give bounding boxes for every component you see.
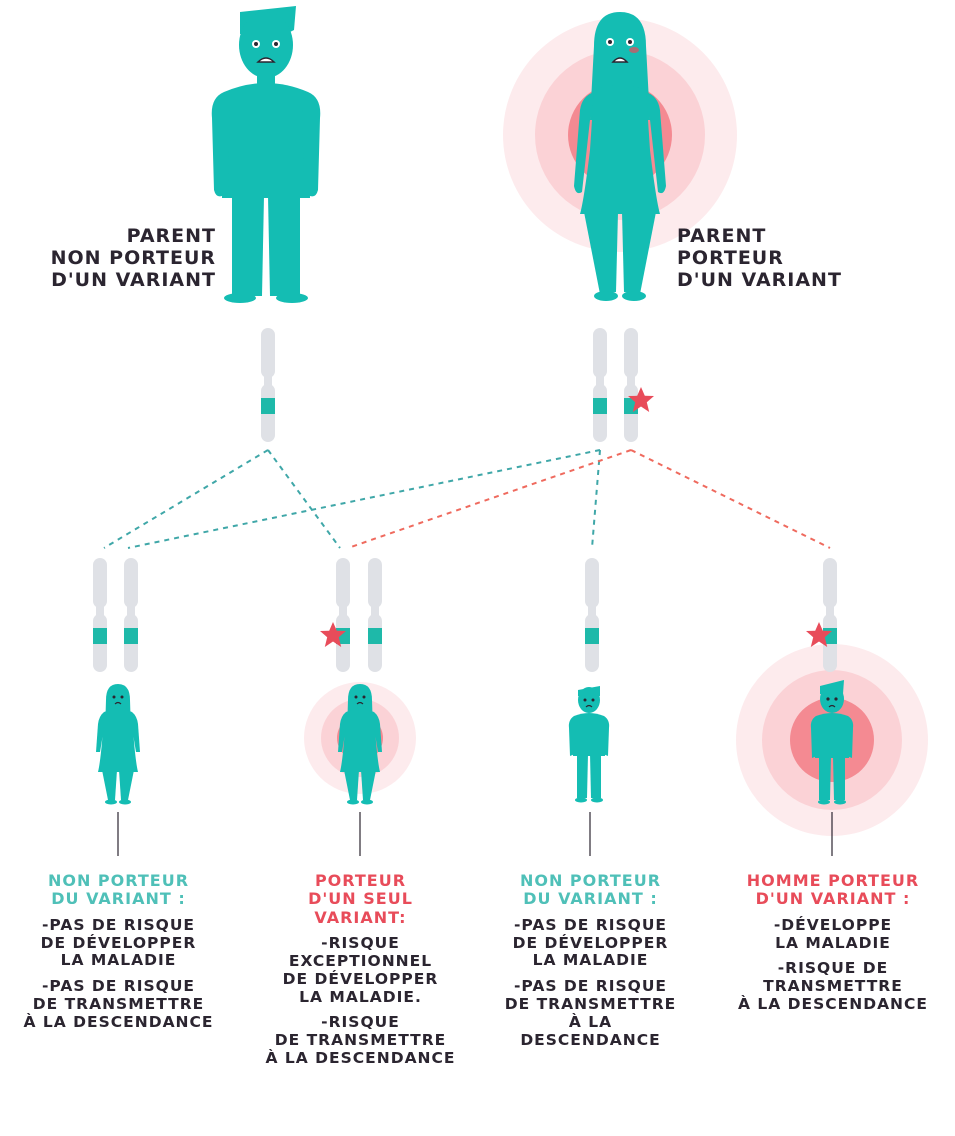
child2-point-1: -RISQUE EXCEPTIONNEL DE DÉVELOPPER LA MA…: [248, 935, 473, 1006]
child2-chromosomes: [336, 558, 382, 672]
point-line: LA MALADIE.: [248, 989, 473, 1007]
title-line: NON PORTEUR: [6, 872, 231, 890]
father-label: PARENT NON PORTEUR D'UN VARIANT: [51, 226, 216, 292]
child3-title: NON PORTEUR DU VARIANT :: [478, 872, 703, 909]
point-line: DE DÉVELOPPER: [248, 971, 473, 989]
child4-label: HOMME PORTEUR D'UN VARIANT : -DÉVELOPPE …: [716, 872, 950, 1022]
mother-chromosome-variant: [624, 328, 638, 442]
point-line: EXCEPTIONNEL: [248, 953, 473, 971]
point-line: -PAS DE RISQUE: [478, 917, 703, 935]
father-label-line: D'UN VARIANT: [51, 270, 216, 292]
child1-point-2: -PAS DE RISQUE DE TRANSMETTRE À LA DESCE…: [6, 978, 231, 1031]
title-line: HOMME PORTEUR: [716, 872, 950, 890]
child4-title: HOMME PORTEUR D'UN VARIANT :: [716, 872, 950, 909]
title-line: D'UN SEUL: [248, 890, 473, 908]
point-line: À LA: [478, 1014, 703, 1032]
label-connectors: [118, 812, 832, 856]
father-chromosome: [261, 328, 275, 442]
mother-label-line: PARENT: [677, 226, 842, 248]
point-line: -RISQUE DE: [716, 960, 950, 978]
inheritance-lines: [104, 450, 830, 548]
child1-chromosomes: [93, 558, 138, 672]
point-line: -RISQUE: [248, 1014, 473, 1032]
child1-label: NON PORTEUR DU VARIANT : -PAS DE RISQUE …: [6, 872, 231, 1040]
point-line: TRANSMETTRE: [716, 978, 950, 996]
mother-chromosome-normal: [593, 328, 607, 442]
point-line: -DÉVELOPPE: [716, 917, 950, 935]
title-line: DU VARIANT :: [478, 890, 703, 908]
mother-label-line: D'UN VARIANT: [677, 270, 842, 292]
point-line: À LA DESCENDANCE: [6, 1014, 231, 1032]
child1-title: NON PORTEUR DU VARIANT :: [6, 872, 231, 909]
title-line: NON PORTEUR: [478, 872, 703, 890]
mother-label: PARENT PORTEUR D'UN VARIANT: [677, 226, 842, 292]
point-line: -PAS DE RISQUE: [6, 917, 231, 935]
point-line: À LA DESCENDANCE: [248, 1050, 473, 1068]
point-line: DE TRANSMETTRE: [248, 1032, 473, 1050]
point-line: LA MALADIE: [716, 935, 950, 953]
title-line: D'UN VARIANT :: [716, 890, 950, 908]
child2-title: PORTEUR D'UN SEUL VARIANT:: [248, 872, 473, 927]
point-line: DE TRANSMETTRE: [6, 996, 231, 1014]
child3-label: NON PORTEUR DU VARIANT : -PAS DE RISQUE …: [478, 872, 703, 1057]
father-label-line: NON PORTEUR: [51, 248, 216, 270]
child3-figure: [569, 686, 609, 803]
child3-point-2: -PAS DE RISQUE DE TRANSMETTRE À LA DESCE…: [478, 978, 703, 1049]
child2-point-2: -RISQUE DE TRANSMETTRE À LA DESCENDANCE: [248, 1014, 473, 1067]
point-line: LA MALADIE: [6, 952, 231, 970]
child4-point-2: -RISQUE DE TRANSMETTRE À LA DESCENDANCE: [716, 960, 950, 1013]
title-line: DU VARIANT :: [6, 890, 231, 908]
point-line: DE TRANSMETTRE: [478, 996, 703, 1014]
title-line: VARIANT:: [248, 909, 473, 927]
title-line: PORTEUR: [248, 872, 473, 890]
point-line: LA MALADIE: [478, 952, 703, 970]
child3-point-1: -PAS DE RISQUE DE DÉVELOPPER LA MALADIE: [478, 917, 703, 970]
point-line: -PAS DE RISQUE: [478, 978, 703, 996]
mother-label-line: PORTEUR: [677, 248, 842, 270]
point-line: -PAS DE RISQUE: [6, 978, 231, 996]
father-figure: [212, 6, 321, 303]
point-line: À LA DESCENDANCE: [716, 996, 950, 1014]
point-line: DE DÉVELOPPER: [478, 935, 703, 953]
child1-point-1: -PAS DE RISQUE DE DÉVELOPPER LA MALADIE: [6, 917, 231, 970]
child4-point-1: -DÉVELOPPE LA MALADIE: [716, 917, 950, 953]
point-line: DESCENDANCE: [478, 1032, 703, 1050]
point-line: -RISQUE: [248, 935, 473, 953]
child2-label: PORTEUR D'UN SEUL VARIANT: -RISQUE EXCEP…: [248, 872, 473, 1076]
father-label-line: PARENT: [51, 226, 216, 248]
point-line: DE DÉVELOPPER: [6, 935, 231, 953]
child4-chromosome: [823, 558, 837, 672]
child3-chromosome: [585, 558, 599, 672]
